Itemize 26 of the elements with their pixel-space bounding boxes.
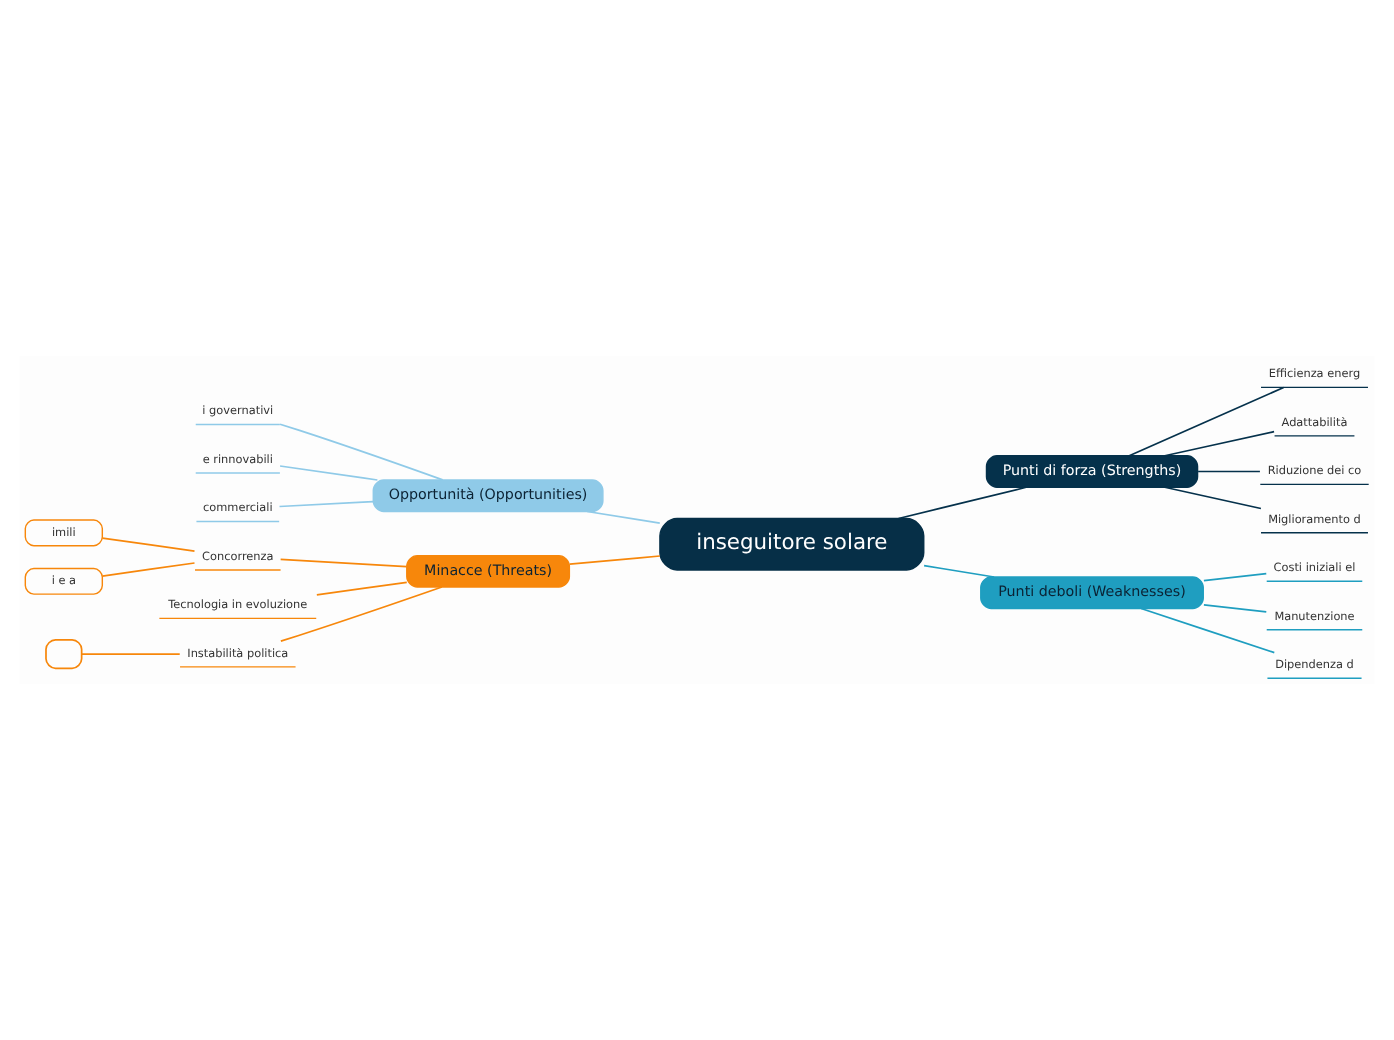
connector <box>101 562 196 577</box>
connector <box>80 653 181 655</box>
connector <box>1197 470 1261 473</box>
node-box: Punti deboli (Weaknesses) <box>980 576 1204 610</box>
node-box: Punti di forza (Strengths) <box>985 455 1199 488</box>
connector <box>279 465 379 481</box>
connector <box>279 558 408 568</box>
connector <box>1203 604 1268 613</box>
connector <box>1163 486 1262 510</box>
connector <box>278 500 375 508</box>
connector <box>280 586 443 642</box>
connector <box>568 555 661 565</box>
node-box: Opportunità (Opportunities) <box>372 479 604 513</box>
connector <box>279 423 444 481</box>
connector <box>1140 607 1276 654</box>
connector <box>923 564 995 578</box>
connector <box>897 486 1028 520</box>
connector <box>1128 386 1285 457</box>
node-box: Minacce (Threats) <box>406 554 571 588</box>
connector <box>1203 572 1268 582</box>
node-box: inseguitore solare <box>659 517 925 571</box>
connector <box>1163 430 1275 457</box>
connector <box>586 510 661 525</box>
connector <box>315 581 408 596</box>
connector <box>101 537 196 552</box>
node-box <box>45 638 83 670</box>
